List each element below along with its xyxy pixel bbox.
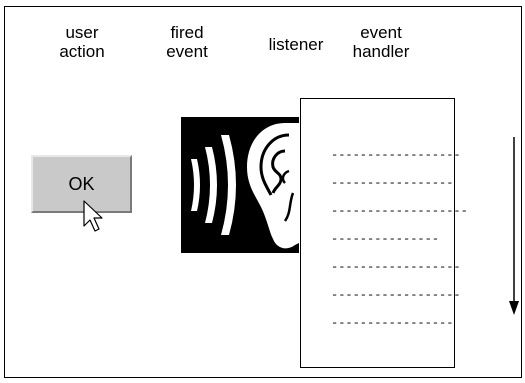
handler-code-line: ------------------ bbox=[331, 260, 461, 274]
label-listener: listener bbox=[268, 35, 324, 54]
ok-button[interactable]: OK bbox=[31, 155, 132, 213]
handler-code-line: --------------- bbox=[331, 232, 440, 246]
handler-code-line: ------------------- bbox=[331, 204, 468, 218]
handler-code-line: ------------------ bbox=[331, 148, 461, 162]
label-event-handler: event handler bbox=[352, 23, 410, 61]
arrow-cursor-icon bbox=[83, 200, 103, 232]
listener-image-panel bbox=[181, 117, 299, 253]
ear-icon bbox=[247, 123, 299, 249]
handler-code-line: ------------------ bbox=[331, 288, 461, 302]
event-handler-code-page: ------------------ ----------------- ---… bbox=[300, 98, 468, 368]
handler-code-line: ----------------- bbox=[331, 176, 454, 190]
handler-code-line: ----------------- bbox=[331, 316, 454, 330]
sound-waves-icon bbox=[191, 135, 236, 235]
event-diagram-frame: user action fired event listener event h… bbox=[4, 6, 522, 378]
label-fired-event: fired event bbox=[166, 23, 208, 61]
ok-button-label: OK bbox=[68, 173, 95, 194]
label-user-action: user action bbox=[59, 23, 105, 61]
down-arrow-icon bbox=[509, 137, 519, 315]
